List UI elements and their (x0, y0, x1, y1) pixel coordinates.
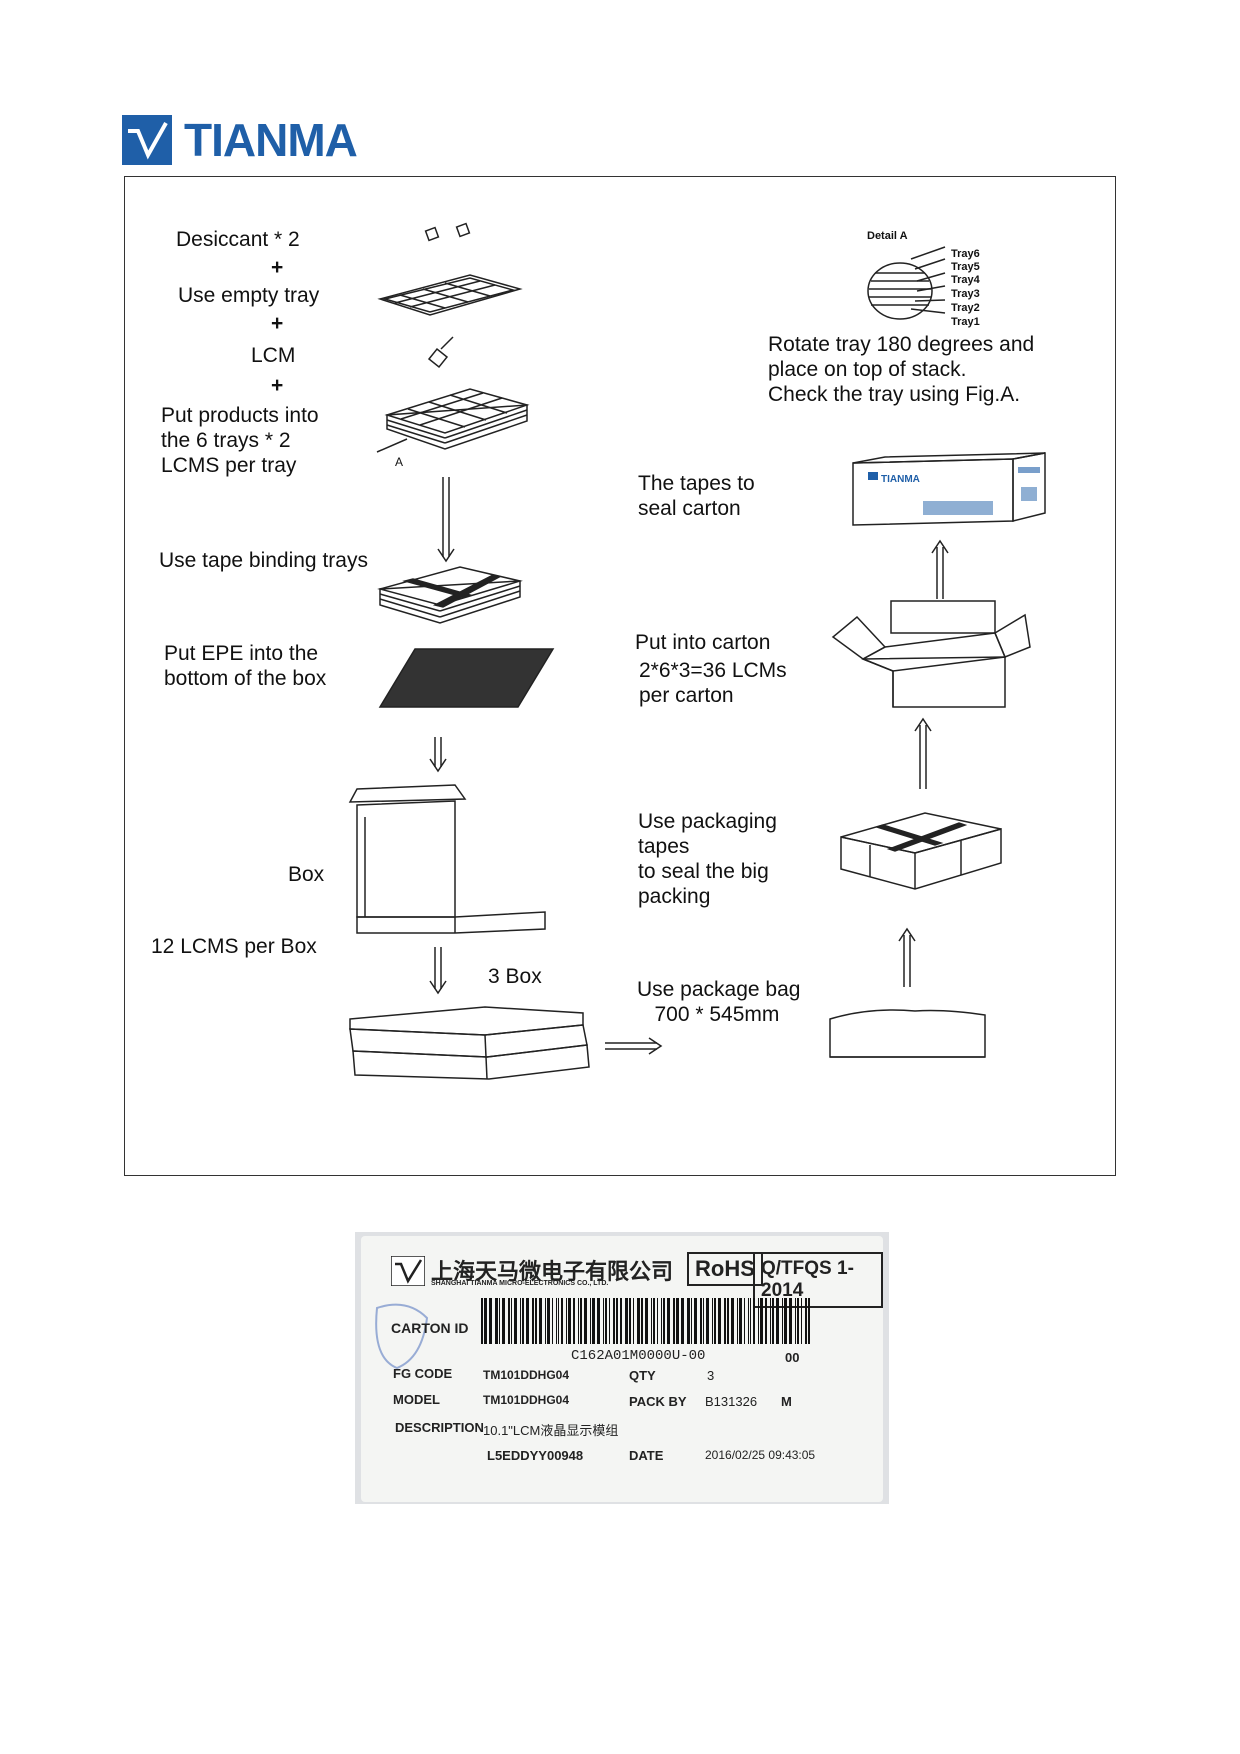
plus-sign: + (271, 374, 284, 397)
model-value: TM101DDHG04 (483, 1393, 570, 1407)
carton-logo-text: TIANMA (881, 474, 920, 485)
into-carton-label: Put into carton (635, 631, 771, 654)
lcm-icon (427, 336, 454, 369)
carton-label-photo: 上海天马微电子有限公司 SHANGHAI TIANMA MICRO-ELECTR… (355, 1232, 889, 1504)
company-name-en: SHANGHAI TIANMA MICRO-ELECTRONICS CO., L… (431, 1280, 609, 1287)
put-products-label: Put products into the 6 trays * 2 LCMS p… (161, 404, 319, 477)
tray2-label: Tray2 (951, 302, 980, 314)
tray-stack-icon (376, 388, 530, 453)
package-bag-icon (829, 1009, 986, 1058)
plus-sign: + (271, 256, 284, 279)
down-arrow (437, 477, 455, 563)
lcms-per-carton-label: 2*6*3=36 LCMs per carton (639, 659, 787, 707)
empty-tray-label: Use empty tray (178, 284, 320, 307)
seal-carton-label: The tapes to seal carton (638, 472, 755, 520)
package-bag-label: Use package bag 700 * 545mm (637, 978, 801, 1026)
fg-code-label: FG CODE (393, 1366, 453, 1381)
tray3-label: Tray3 (951, 288, 980, 300)
open-carton-icon (831, 600, 1031, 708)
carton-label: 上海天马微电子有限公司 SHANGHAI TIANMA MICRO-ELECTR… (361, 1236, 883, 1502)
wrapped-packing-icon (840, 812, 1002, 890)
rotate-instruction: Rotate tray 180 degrees and place on top… (768, 333, 1035, 406)
carton-id-label: CARTON ID (391, 1320, 469, 1336)
plus-sign: + (271, 312, 284, 335)
carton-id-suffix: 00 (785, 1350, 800, 1365)
packaging-tapes-label: Use packaging tapes to seal the big pack… (638, 810, 777, 908)
pack-by-label: PACK BY (629, 1394, 687, 1409)
rohs-badge: RoHS (687, 1252, 763, 1286)
description-label: DESCRIPTION (395, 1420, 484, 1435)
tray-mark-a: A (395, 455, 404, 469)
tape-binding-label: Use tape binding trays (159, 549, 368, 572)
epe-label: Put EPE into the bottom of the box (164, 642, 327, 690)
blue-stamp-mark (375, 1303, 429, 1370)
up-arrow (914, 717, 932, 789)
qty-value: 3 (707, 1368, 715, 1383)
tray6-label: Tray6 (951, 248, 980, 260)
detail-a-label: Detail A (867, 230, 908, 242)
up-arrow (931, 539, 949, 599)
pack-mark: M (781, 1394, 792, 1409)
up-arrow (898, 927, 916, 987)
right-arrow (605, 1037, 663, 1055)
date-label: DATE (629, 1448, 664, 1463)
carton-barcode (481, 1298, 810, 1344)
tray1-label: Tray1 (951, 316, 980, 328)
packing-illustrations (348, 222, 1046, 1080)
lcms-per-box-label: 12 LCMS per Box (151, 935, 317, 958)
epe-sheet-icon (378, 648, 555, 708)
company-name-cn: 上海天马微电子有限公司 (431, 1259, 674, 1284)
detail-a-diagram (867, 246, 946, 320)
tray4-label: Tray4 (951, 274, 980, 286)
tianma-logo: TIANMA (122, 112, 358, 168)
lcm-label: LCM (251, 344, 296, 367)
fg-code-value: TM101DDHG04 (483, 1368, 570, 1382)
qty-label: QTY (629, 1368, 656, 1383)
down-arrow (429, 737, 447, 773)
packing-diagram: Desiccant * 2 + Use empty tray + LCM + P… (124, 176, 1116, 1176)
pack-by-value: B131326 (705, 1394, 758, 1409)
logo-name: TIANMA (184, 114, 358, 166)
three-box-label: 3 Box (488, 965, 542, 988)
tianma-logo-mark (122, 115, 172, 165)
three-boxes-icon (349, 1006, 590, 1080)
empty-tray-icon (377, 274, 523, 316)
tianma-label-logo-icon (391, 1256, 425, 1286)
box-label: Box (288, 863, 325, 886)
open-box-icon (348, 784, 546, 934)
carton-id-value: C162A01M0000U-00 (571, 1348, 706, 1364)
date-value: 2016/02/25 09:43:05 (705, 1448, 816, 1462)
taped-trays-icon (377, 566, 523, 624)
tray5-label: Tray5 (951, 261, 980, 273)
standard-badge: Q/TFQS 1-2014 (753, 1252, 883, 1308)
description-value: 10.1"LCM液晶显示模组 (483, 1423, 619, 1438)
lot-number: L5EDDYY00948 (487, 1448, 584, 1463)
desiccant-icon (424, 222, 471, 242)
down-arrow (429, 947, 447, 995)
sealed-carton-icon (852, 452, 1046, 526)
model-label: MODEL (393, 1392, 440, 1407)
desiccant-label: Desiccant * 2 (176, 228, 300, 251)
